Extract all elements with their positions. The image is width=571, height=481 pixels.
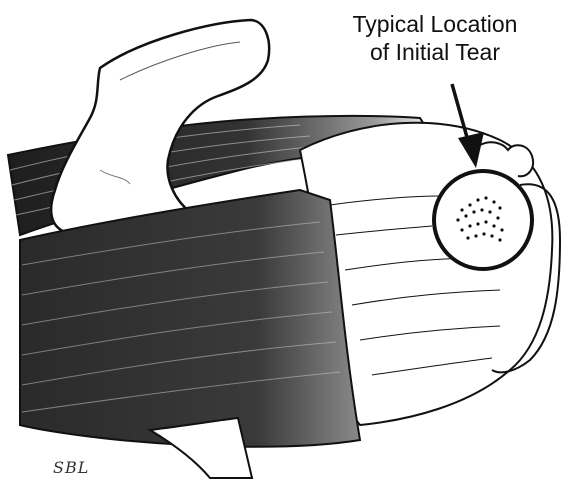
artist-signature: SBL [53,458,89,477]
tear-location-circle [434,171,532,269]
annotation-line-1: Typical Location [300,10,570,38]
tear-location-annotation: Typical Location of Initial Tear [300,10,570,66]
annotation-line-2: of Initial Tear [300,38,570,66]
lower-muscle-mass [20,190,360,447]
